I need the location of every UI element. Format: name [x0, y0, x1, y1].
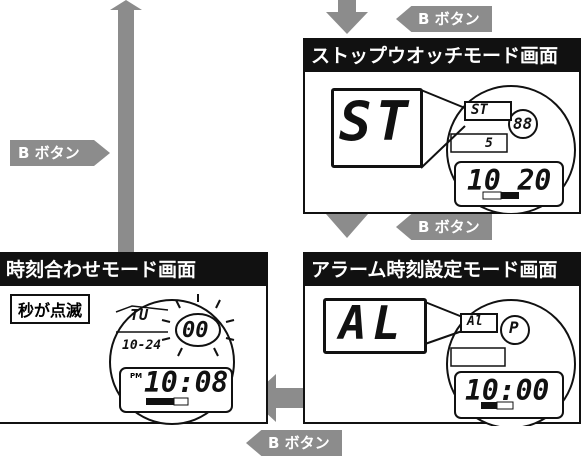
timeset-pm: PM: [130, 372, 143, 380]
down-arrow-mid-head: [326, 214, 368, 238]
b-button-tag-top: B ボタン: [396, 6, 492, 32]
alarm-time: 10:00: [465, 374, 550, 407]
time-set-mode-panel: 時刻合わせモード画面 秒が点滅 TU 00 10-24 PM 10:08: [0, 252, 268, 425]
stopwatch-callout: [331, 88, 423, 168]
alarm-sub: P: [509, 318, 519, 337]
watch-face-alarm: [424, 299, 576, 426]
stopwatch-time: 10 20: [467, 164, 552, 197]
time-set-panel-title: 時刻合わせモード画面: [0, 254, 266, 286]
timeset-seconds: 00: [182, 318, 209, 343]
alarm-callout: [323, 298, 427, 354]
seconds-blink-note: 秒が点滅: [10, 294, 91, 324]
alarm-panel-title: アラーム時刻設定モード画面: [305, 254, 579, 286]
down-arrow-top-head: [326, 12, 368, 34]
stopwatch-mid: 5: [485, 136, 493, 151]
alarm-small-top: Al: [467, 314, 483, 329]
stopwatch-sub: 88: [513, 114, 533, 133]
alarm-big-text: AL: [339, 296, 407, 350]
b-button-tag-left: B ボタン: [10, 140, 110, 166]
down-arrow-top-shaft: [338, 0, 356, 14]
watch-face-stopwatch: [420, 85, 576, 214]
stopwatch-small-top: ST: [471, 102, 488, 118]
up-arrow-head: [110, 0, 142, 10]
timeset-time: 10:08: [144, 366, 229, 399]
stopwatch-big-text: ST: [339, 90, 413, 153]
stopwatch-mode-panel: ストップウオッチモード画面 ST ST 88 5 10 20: [303, 38, 581, 214]
stopwatch-panel-title: ストップウオッチモード画面: [305, 40, 579, 72]
timeset-day: TU: [130, 306, 149, 324]
watch-face-timeset: [109, 294, 235, 425]
b-button-tag-bottom: B ボタン: [246, 430, 342, 456]
timeset-date: 10-24: [122, 338, 162, 353]
b-button-tag-mid: B ボタン: [396, 214, 492, 240]
left-arrow-shaft: [272, 388, 306, 408]
alarm-mode-panel: アラーム時刻設定モード画面 AL Al P 10:00: [303, 252, 581, 426]
